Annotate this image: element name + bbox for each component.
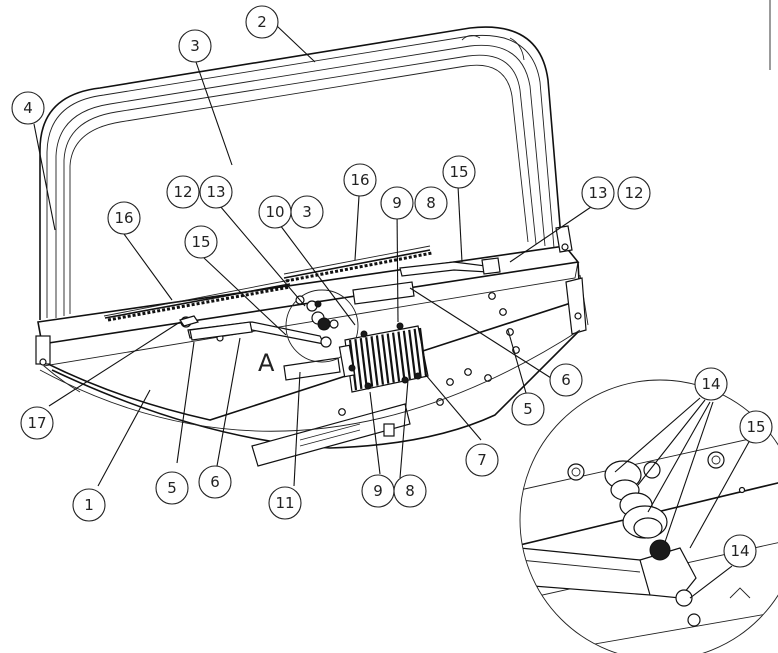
svg-text:6: 6	[210, 473, 220, 491]
leader-lines	[33, 25, 751, 599]
callout-c15a: 15	[442, 155, 476, 189]
motor-fin	[375, 335, 385, 385]
motor-fin	[391, 332, 401, 382]
callout-c9a: 9	[380, 186, 414, 220]
callout-c14b: 14	[723, 534, 757, 568]
svg-text:11: 11	[275, 494, 294, 512]
svg-text:16: 16	[350, 171, 369, 189]
svg-text:10: 10	[265, 203, 284, 221]
callout-c12b: 12	[617, 176, 651, 210]
svg-text:15: 15	[746, 418, 765, 436]
callout-c14a: 14	[694, 367, 728, 401]
callout-c5b: 5	[155, 471, 189, 505]
callout-c8b: 8	[393, 474, 427, 508]
svg-text:5: 5	[523, 400, 533, 418]
callout-c13a: 13	[199, 175, 233, 209]
callout-c4: 4	[11, 91, 45, 125]
svg-text:15: 15	[449, 163, 468, 181]
callout-c11: 11	[268, 486, 302, 520]
callout-c10: 10	[258, 195, 292, 229]
svg-text:16: 16	[114, 209, 133, 227]
section-arc	[39, 329, 581, 432]
left-wiper-blade	[103, 279, 291, 322]
right-pivot-pad	[352, 281, 415, 305]
callout-c9b: 9	[361, 474, 395, 508]
left-pivot-pad	[189, 321, 253, 341]
callout-c16a: 16	[107, 201, 141, 235]
motor-fin	[397, 331, 406, 381]
callout-c6b: 6	[198, 465, 232, 499]
callout-c6a: 6	[549, 363, 583, 397]
svg-text:15: 15	[191, 233, 210, 251]
motor-fin	[408, 329, 417, 379]
left-label-plate	[283, 357, 341, 381]
right-wiper-arm	[399, 257, 501, 277]
callout-c12a: 12	[166, 175, 200, 209]
svg-text:4: 4	[23, 99, 33, 117]
callout-c15c: 15	[739, 410, 773, 444]
cowl-panel	[35, 225, 589, 467]
motor-fin	[386, 333, 395, 383]
motor-fin	[381, 334, 390, 384]
callout-c1: 1	[72, 488, 106, 522]
svg-text:14: 14	[730, 542, 749, 560]
svg-text:13: 13	[588, 184, 607, 202]
svg-text:7: 7	[477, 451, 487, 469]
view-label-a: A	[258, 349, 275, 377]
motor-fin	[359, 338, 368, 388]
motor-fin	[354, 338, 363, 390]
svg-text:3: 3	[190, 37, 200, 55]
svg-text:2: 2	[257, 13, 267, 31]
svg-text:17: 17	[27, 414, 46, 432]
callout-c5a: 5	[511, 392, 545, 426]
callout-c3b: 3	[290, 195, 324, 229]
svg-text:14: 14	[701, 375, 720, 393]
windshield-frame	[39, 26, 563, 320]
callout-c17: 17	[20, 406, 54, 440]
callout-c15b: 15	[184, 225, 218, 259]
svg-text:1: 1	[84, 496, 94, 514]
callout-c7: 7	[465, 443, 499, 477]
right-wiper-blade	[283, 245, 433, 283]
motor-fin	[418, 327, 428, 377]
svg-text:8: 8	[405, 482, 415, 500]
svg-text:13: 13	[206, 183, 225, 201]
callout-c16b: 16	[343, 163, 377, 197]
svg-text:6: 6	[561, 371, 571, 389]
detail-view-a	[519, 379, 778, 653]
svg-text:9: 9	[373, 482, 383, 500]
svg-text:12: 12	[624, 184, 643, 202]
svg-text:8: 8	[426, 194, 436, 212]
motor-fin	[402, 330, 411, 380]
motor-fin	[365, 337, 374, 387]
callout-c3a: 3	[178, 29, 212, 63]
svg-text:12: 12	[173, 183, 192, 201]
motor-fin	[370, 336, 379, 386]
svg-text:9: 9	[392, 194, 402, 212]
callout-c13b: 13	[581, 176, 615, 210]
wiper-motor	[338, 322, 429, 393]
callout-c8a: 8	[414, 186, 448, 220]
motor-fin	[413, 328, 422, 378]
svg-text:5: 5	[167, 479, 177, 497]
callout-c2: 2	[245, 5, 279, 39]
svg-text:3: 3	[302, 203, 312, 221]
